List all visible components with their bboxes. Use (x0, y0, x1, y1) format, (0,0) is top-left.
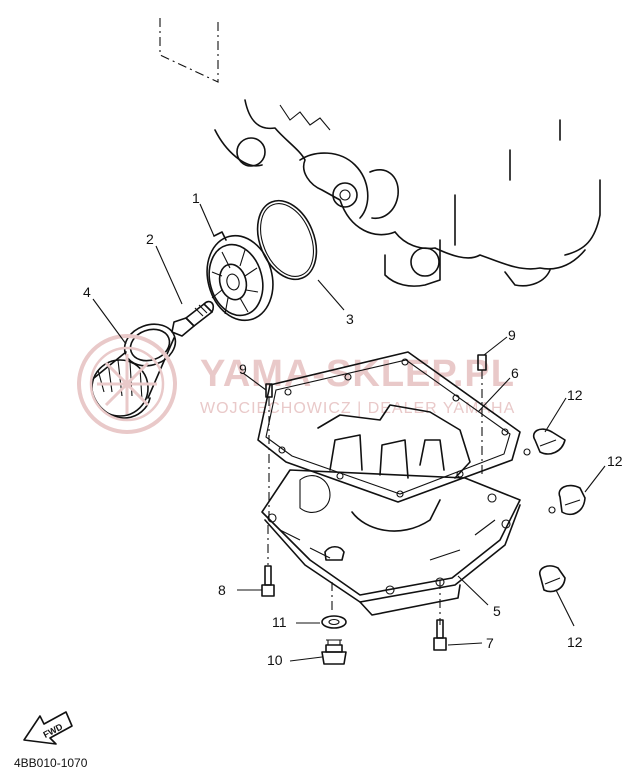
oil-pan-bolt-right (433, 580, 447, 651)
part-label-9-left: 9 (239, 361, 247, 377)
part-label-7: 7 (486, 635, 494, 651)
part-label-5: 5 (493, 603, 501, 619)
watermark-brand: YAMA-SKLEP.PL (200, 353, 515, 395)
part-label-8: 8 (218, 582, 226, 598)
part-label-12-top: 12 (567, 387, 583, 403)
part-label-6: 6 (511, 365, 519, 381)
watermark-subtitle: WOJCIECHOWICZ | DEALER YAMAHA (200, 400, 515, 417)
oil-filter (91, 323, 177, 419)
part-label-12-middle: 12 (607, 453, 623, 469)
part-label-3: 3 (346, 311, 354, 327)
drain-plug (321, 639, 347, 665)
part-label-12-bottom: 12 (567, 634, 583, 650)
part-label-10: 10 (267, 652, 283, 668)
forward-direction-arrow: FWD (23, 711, 73, 745)
engine-crankcase-outline (159, 18, 601, 287)
union-bolt (171, 300, 215, 337)
oil-pan-bolt-left (261, 525, 275, 597)
drawing-code: 4BB010-1070 (14, 756, 88, 769)
hose-clamp-middle (548, 484, 586, 516)
part-labels: 1 2 3 4 5 6 7 8 9 9 10 11 12 12 12 (83, 190, 623, 668)
oil-cooler (206, 231, 274, 322)
dowel-pin-left (265, 383, 273, 520)
dowel-pin-right (477, 354, 487, 478)
oil-pan (261, 404, 521, 616)
part-label-9-right: 9 (508, 327, 516, 343)
leader-lines (92, 203, 606, 662)
part-label-1: 1 (192, 190, 200, 206)
part-label-11: 11 (272, 614, 287, 630)
part-label-2: 2 (146, 231, 154, 247)
watermark-logo (77, 334, 177, 434)
drain-plug-washer (321, 582, 347, 629)
o-ring (256, 199, 318, 281)
oil-pan-gasket (257, 351, 521, 503)
part-label-4: 4 (83, 284, 91, 300)
hose-clamp-upper (523, 428, 566, 456)
hose-clamp-lower (538, 565, 566, 593)
watermark: YAMA-SKLEP.PL WOJCIECHOWICZ | DEALER YAM… (77, 334, 515, 434)
